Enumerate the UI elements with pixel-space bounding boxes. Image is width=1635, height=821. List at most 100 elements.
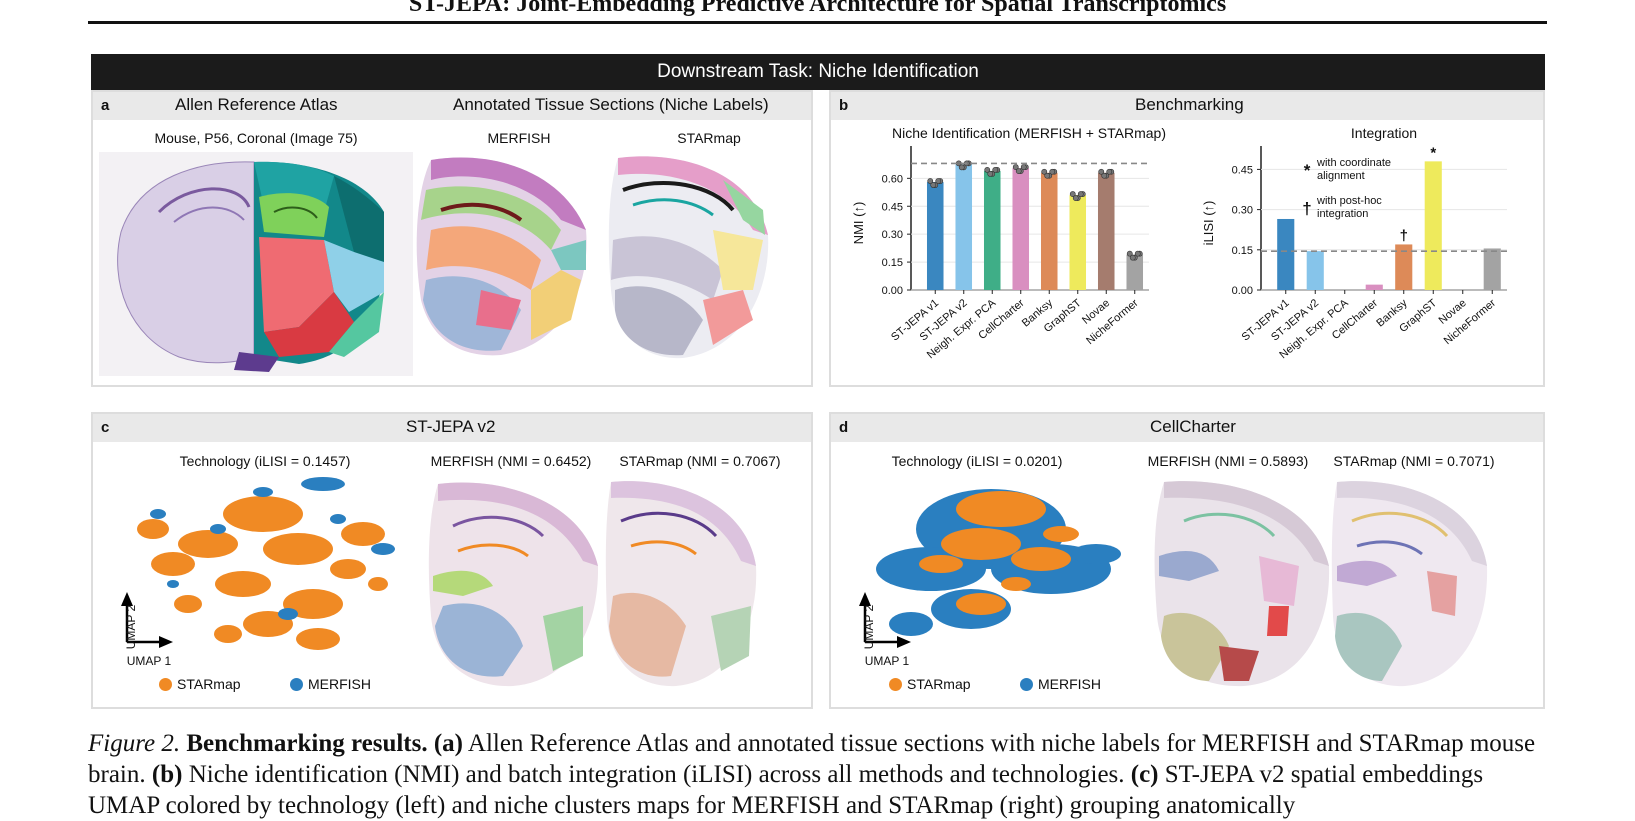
legend-label: STARmap <box>907 676 971 692</box>
page-title: ST-JEPA: Joint-Embedding Predictive Arch… <box>408 0 1227 17</box>
y-tick-label: 0.30 <box>882 229 903 241</box>
banner-text: Downstream Task: Niche Identification <box>657 61 979 82</box>
caption-b-text: Niche identification (NMI) and batch int… <box>188 761 1125 788</box>
legend-label: MERFISH <box>1038 676 1101 692</box>
caption-fig-label: Figure 2. <box>88 730 181 757</box>
starmap-subtitle: STARmap <box>677 130 741 146</box>
replicate-point <box>1101 172 1108 179</box>
panel-c-merfish-title: MERFISH (NMI = 0.6452) <box>430 453 592 469</box>
annotation-text: with coordinate <box>1316 157 1391 169</box>
merfish-legend-dot <box>1020 678 1033 691</box>
panel-a: a Allen Reference Atlas Annotated Tissue… <box>91 90 813 387</box>
bar <box>1365 284 1383 290</box>
replicate-point <box>1020 164 1027 170</box>
y-axis-label: iLISI (↑) <box>1201 201 1216 246</box>
chart-title: Niche Identification (MERFISH + STARmap) <box>892 125 1166 141</box>
bar <box>1277 218 1295 290</box>
merfish-subtitle: MERFISH <box>487 130 551 146</box>
bar-marker: † <box>1400 227 1408 244</box>
atlas-subtitle: Mouse, P56, Coronal (Image 75) <box>154 130 358 146</box>
panel-c-umap <box>121 477 395 650</box>
replicate-point <box>927 178 934 184</box>
replicate-point <box>1126 250 1133 257</box>
atlas-title: Allen Reference Atlas <box>175 95 338 114</box>
replicate-point <box>1044 172 1051 179</box>
replicate-point <box>987 170 994 177</box>
bar <box>1097 172 1115 290</box>
panel-d-starmap-title: STARmap (NMI = 0.7071) <box>1333 453 1495 469</box>
figure-caption: Figure 2. Benchmarking results. (a) Alle… <box>88 728 1548 821</box>
y-axis-label: NMI (↑) <box>851 202 866 245</box>
replicate-point <box>1015 168 1022 174</box>
annotation-symbol: † <box>1302 199 1311 218</box>
replicate-point <box>1134 250 1141 257</box>
panel-c-starmap-title: STARmap (NMI = 0.7067) <box>619 453 781 469</box>
replicate-point <box>1077 191 1084 197</box>
replicate-point <box>1129 254 1136 261</box>
panel-c-merfish-map <box>428 482 599 687</box>
y-tick-label: 0.00 <box>882 285 903 297</box>
panel-d-axis-x: UMAP 1 <box>864 654 910 668</box>
bar <box>1395 244 1413 290</box>
bar-marker: * <box>1430 144 1436 161</box>
panel-c-axis-x: UMAP 1 <box>126 654 172 668</box>
y-tick-label: 0.45 <box>882 201 903 213</box>
panel-d-legend-merfish: MERFISH <box>1020 676 1101 692</box>
panel-c-title: ST-JEPA v2 <box>406 417 496 436</box>
panel-c-starmap-map <box>605 481 757 687</box>
panel-b: b Benchmarking Niche Identification (MER… <box>829 90 1545 387</box>
task-banner: Downstream Task: Niche Identification <box>91 54 1545 90</box>
caption-a-text: Allen Reference Atlas and annotated tiss… <box>88 730 1536 788</box>
panel-d-legend-starmap: STARmap <box>889 676 971 692</box>
caption-bold: Benchmarking results. <box>186 730 428 757</box>
atlas-image <box>99 152 413 376</box>
annotation-text: integration <box>1317 208 1368 220</box>
bar <box>926 182 944 290</box>
chart-title: Integration <box>1351 125 1417 141</box>
replicate-point <box>1049 168 1056 175</box>
bar <box>1424 161 1442 290</box>
y-tick-label: 0.00 <box>1232 285 1253 297</box>
panel-d-umap-title: Technology (iLISI = 0.0201) <box>891 453 1063 469</box>
replicate-point <box>1041 168 1048 175</box>
merfish-niche-map <box>416 157 587 356</box>
panel-b-header: b Benchmarking <box>831 92 1543 120</box>
annotation-text: with post-hoc <box>1316 195 1382 207</box>
bar <box>1306 251 1324 290</box>
panel-c-umap-title: Technology (iLISI = 0.1457) <box>179 453 351 469</box>
bar <box>1483 248 1501 290</box>
panel-d-starmap-map <box>1331 481 1488 687</box>
panel-c-header: c ST-JEPA v2 <box>93 414 811 442</box>
y-tick-label: 0.30 <box>1232 205 1253 217</box>
y-tick-label: 0.15 <box>882 257 903 269</box>
benchmark-charts: Niche Identification (MERFISH + STARmap)… <box>851 125 1507 361</box>
y-tick-label: 0.45 <box>1232 164 1253 176</box>
y-tick-label: 0.60 <box>882 173 903 185</box>
caption-a-tag: (a) <box>433 730 464 757</box>
x-tick-label: NicheFormer <box>1442 297 1499 347</box>
panel-c: c ST-JEPA v2 Technology (iLISI = 0.1457)… <box>91 412 813 709</box>
legend-label: MERFISH <box>308 676 371 692</box>
sections-title: Annotated Tissue Sections (Niche Labels) <box>453 95 769 114</box>
y-tick-label: 0.15 <box>1232 245 1253 257</box>
panel-d-merfish-map <box>1154 481 1330 687</box>
starmap-niche-map <box>608 156 769 359</box>
replicate-point <box>984 166 991 173</box>
panel-d: d CellCharter Technology (iLISI = 0.0201… <box>829 412 1545 709</box>
caption-b-tag: (b) <box>151 761 183 788</box>
replicate-point <box>935 178 942 184</box>
caption-c-tag: (c) <box>1130 761 1159 788</box>
panel-d-axis-y: UMAP 2 <box>862 604 877 650</box>
starmap-legend-dot <box>159 678 172 691</box>
replicate-point <box>1098 168 1105 175</box>
merfish-legend-dot <box>290 678 303 691</box>
benchmarking-title: Benchmarking <box>1135 95 1244 114</box>
annotation-text: alignment <box>1317 170 1365 182</box>
bar <box>955 164 973 290</box>
panel-d-merfish-title: MERFISH (NMI = 0.5893) <box>1147 453 1309 469</box>
panel-b-label: b <box>839 97 849 114</box>
title-rule <box>88 21 1547 24</box>
bar <box>1069 195 1087 290</box>
bar <box>1040 172 1058 290</box>
panel-d-umap <box>859 489 1121 648</box>
